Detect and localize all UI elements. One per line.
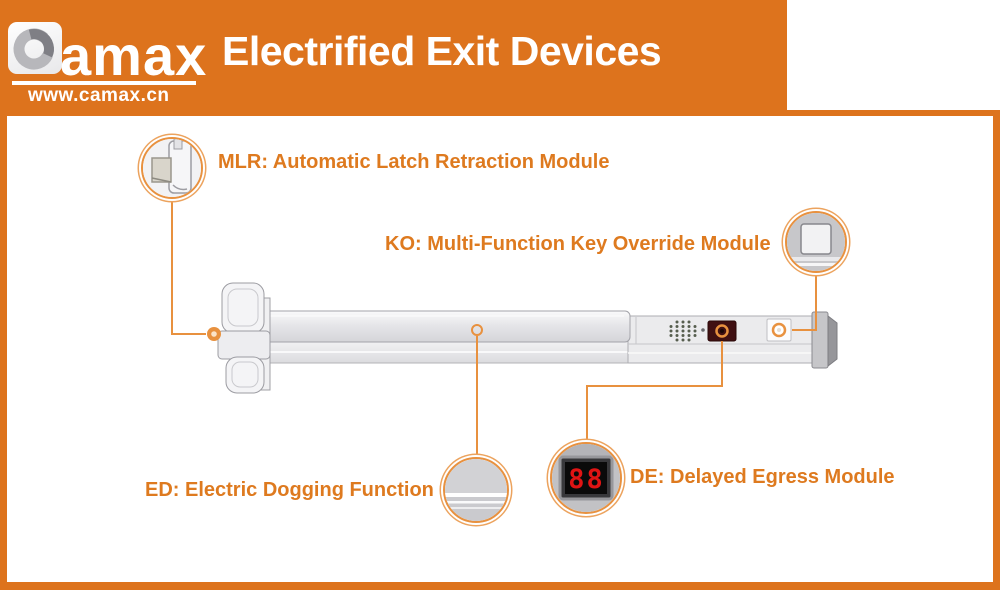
mlr-callout-circle (141, 137, 203, 199)
cylinder-closeup (787, 213, 845, 271)
callout-line-ko (792, 272, 817, 331)
ko-callout-circle (785, 211, 847, 273)
latch-closeup (143, 139, 201, 197)
page-title: Electrified Exit Devices (222, 28, 662, 74)
ko-cylinder (766, 318, 792, 342)
seven-segment-value: 88 (568, 464, 605, 495)
countdown-display: 88 (552, 444, 620, 512)
website-url: www.camax.cn (28, 85, 170, 106)
ed-callout-circle (443, 457, 509, 523)
brand-text: amax (60, 24, 208, 87)
push-bar (259, 310, 631, 343)
header-banner: Electrified Exit Devices (0, 0, 787, 110)
device-head (207, 282, 271, 394)
de-label: DE: Delayed Egress Module (630, 466, 895, 488)
frame-top-line (0, 110, 1000, 116)
latch-marker-dot (207, 327, 221, 341)
ed-label: ED: Electric Dogging Function (145, 479, 434, 501)
logo-underline (12, 81, 196, 85)
mlr-label: MLR: Automatic Latch Retraction Module (218, 151, 610, 173)
frame-right-line (993, 116, 1000, 582)
c-swirl-glyph (13, 28, 55, 70)
de-callout-circle: 88 (550, 442, 622, 514)
camax-c-logo-icon (8, 22, 62, 74)
frame-left-line (0, 116, 7, 582)
ed-marker-ring (471, 324, 483, 336)
indicator-dot (701, 328, 705, 332)
speaker-grille-icon (669, 320, 697, 342)
ko-label: KO: Multi-Function Key Override Module (385, 233, 771, 255)
callout-line-mlr (171, 199, 206, 335)
callout-line-de (586, 341, 723, 443)
frame-bottom-line (0, 582, 1000, 590)
de-switch (707, 320, 737, 342)
bar-closeup (445, 459, 507, 521)
